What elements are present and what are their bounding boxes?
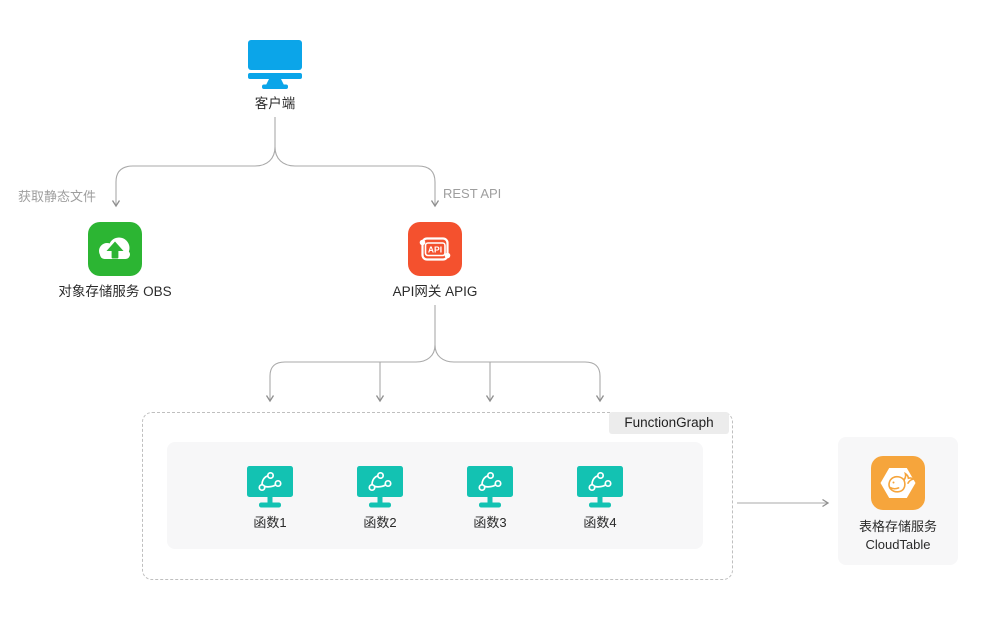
edge-apig-to-fn1 (265, 344, 436, 403)
node-function-2: 函数2 (335, 466, 425, 531)
edge-label-get-static-files: 获取静态文件 (18, 189, 97, 204)
edge-client-to-apig (274, 146, 440, 208)
function-branch-monitor-icon (467, 466, 513, 508)
cloudtable-whale-icon (871, 456, 925, 510)
node-client: 客户端 (215, 40, 335, 112)
functiongraph-group-label: FunctionGraph (609, 412, 729, 434)
node-function-3: 函数3 (445, 466, 535, 531)
function-label: 函数1 (253, 515, 287, 530)
function-branch-monitor-icon (357, 466, 403, 508)
functiongraph-group-box: FunctionGraph (142, 412, 733, 580)
apig-label: API网关 APIG (392, 284, 478, 299)
function-label: 函数4 (583, 515, 617, 530)
obs-label: 对象存储服务 OBS (58, 284, 172, 299)
node-obs: 对象存储服务 OBS (55, 222, 175, 300)
function-label: 函数2 (363, 515, 397, 530)
function-branch-monitor-icon (247, 466, 293, 508)
apig-api-icon: API (408, 222, 462, 276)
node-cloudtable: 表格存储服务 CloudTable (838, 456, 958, 554)
edge-client-to-obs (111, 146, 276, 208)
cloudtable-label-line2: CloudTable (865, 537, 931, 552)
edge-apig-to-fn4 (434, 344, 605, 403)
function-branch-monitor-icon (577, 466, 623, 508)
node-apig: API API网关 APIG (375, 222, 495, 300)
cloudtable-label-line1: 表格存储服务 (858, 519, 937, 534)
edge-label-rest-api: REST API (443, 186, 502, 201)
node-function-1: 函数1 (225, 466, 315, 531)
function-label: 函数3 (473, 515, 507, 530)
cloudtable-card: 表格存储服务 CloudTable (838, 437, 958, 565)
client-monitor-icon (248, 40, 302, 89)
node-function-4: 函数4 (555, 466, 645, 531)
client-label: 客户端 (254, 96, 296, 111)
obs-cloud-upload-icon (88, 222, 142, 276)
apig-badge-text: API (428, 245, 442, 255)
